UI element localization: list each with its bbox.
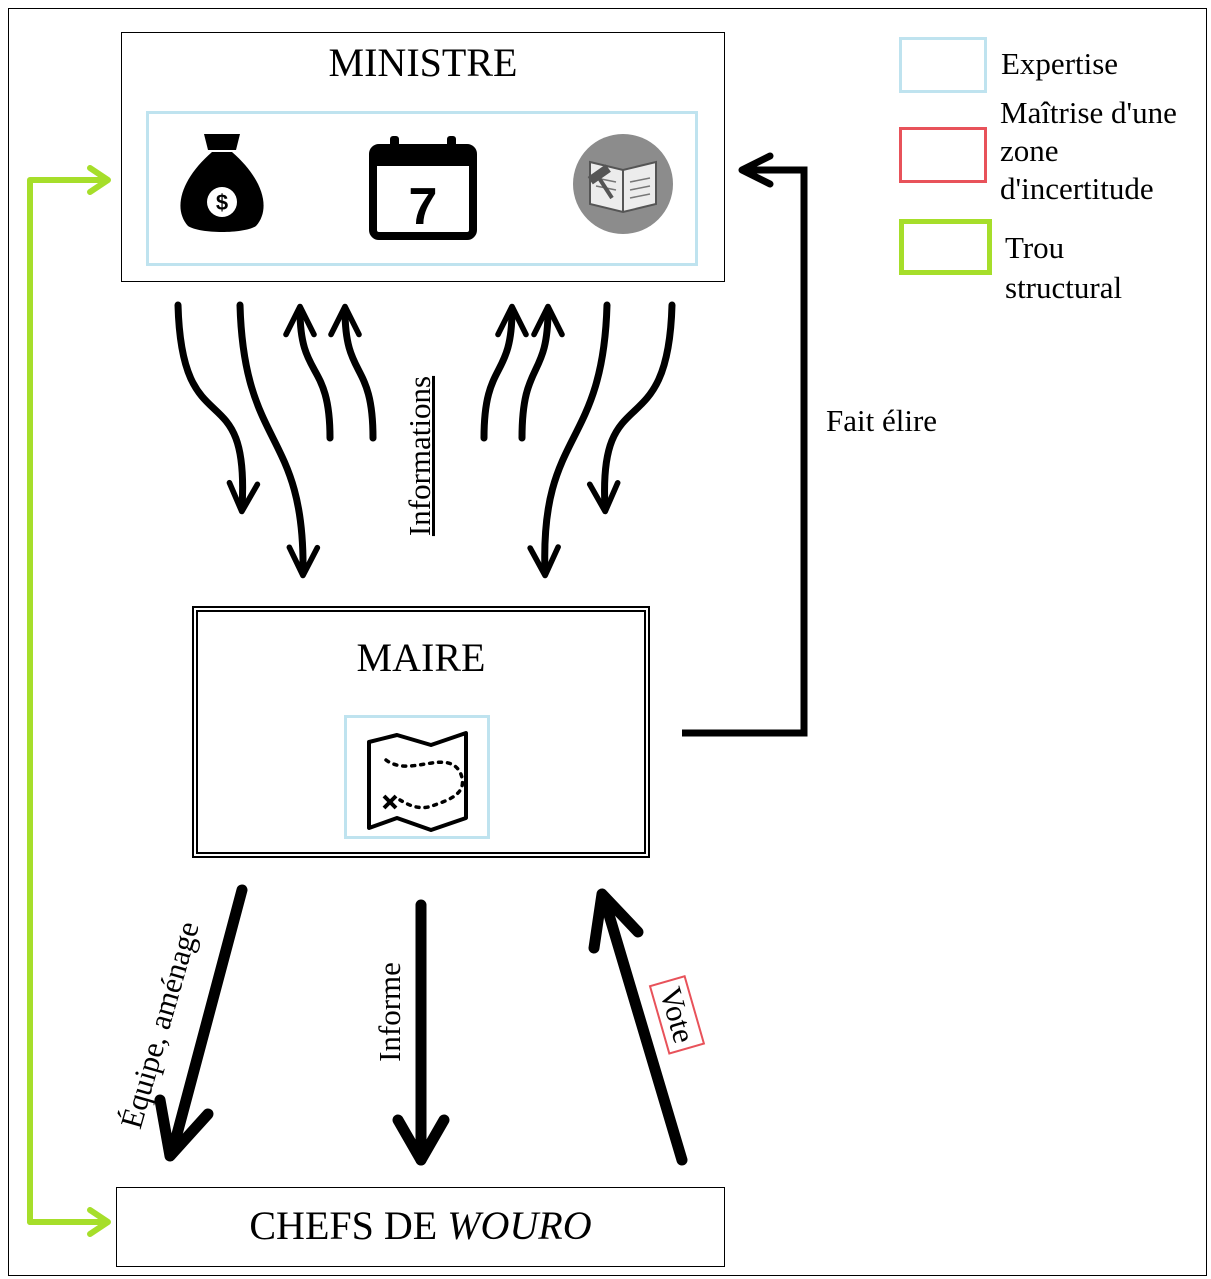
informations-arrows	[283, 303, 565, 442]
ministre-to-maire-arrows	[174, 301, 676, 579]
legend-label-trou: Trou structural	[1005, 230, 1123, 305]
money-symbol: $	[216, 190, 228, 215]
ministre-expertise-frame	[146, 111, 698, 266]
money-bag-icon: $	[180, 134, 264, 232]
legend-label-incertitude: Maîtrise d'une zone d'incertitude	[1000, 95, 1177, 206]
chefs-title: CHEFS DE WOURO	[117, 1202, 724, 1249]
ministre-title: MINISTRE	[328, 40, 518, 85]
diagram-frame	[8, 8, 1207, 1276]
treasure-map-icon	[367, 731, 468, 832]
legend-label-expertise: Expertise	[1001, 46, 1119, 81]
legend-swatch-expertise	[899, 37, 987, 93]
maire-expertise-frame	[344, 715, 490, 839]
equipe-amenage-arrow	[166, 884, 248, 1159]
label-fait-elire: Fait élire	[826, 403, 938, 438]
chefs-title-prefix: CHEFS DE	[249, 1203, 448, 1248]
fait-elire-arrow	[682, 152, 808, 737]
maire-box: MAIRE	[192, 606, 650, 858]
maire-chefs-arrows	[154, 884, 688, 1166]
chefs-title-italic: WOURO	[447, 1203, 592, 1248]
vote-arrow	[598, 892, 688, 1166]
legend-swatch-trou	[899, 219, 992, 275]
legend-swatch-incertitude	[899, 127, 987, 183]
law-book-gavel-icon	[573, 134, 673, 234]
calendar-icon: 7	[369, 136, 477, 240]
chefs-box: CHEFS DE WOURO	[116, 1187, 725, 1267]
maire-title: MAIRE	[356, 635, 486, 680]
calendar-day: 7	[409, 178, 438, 236]
structural-hole-connector	[27, 165, 111, 1237]
